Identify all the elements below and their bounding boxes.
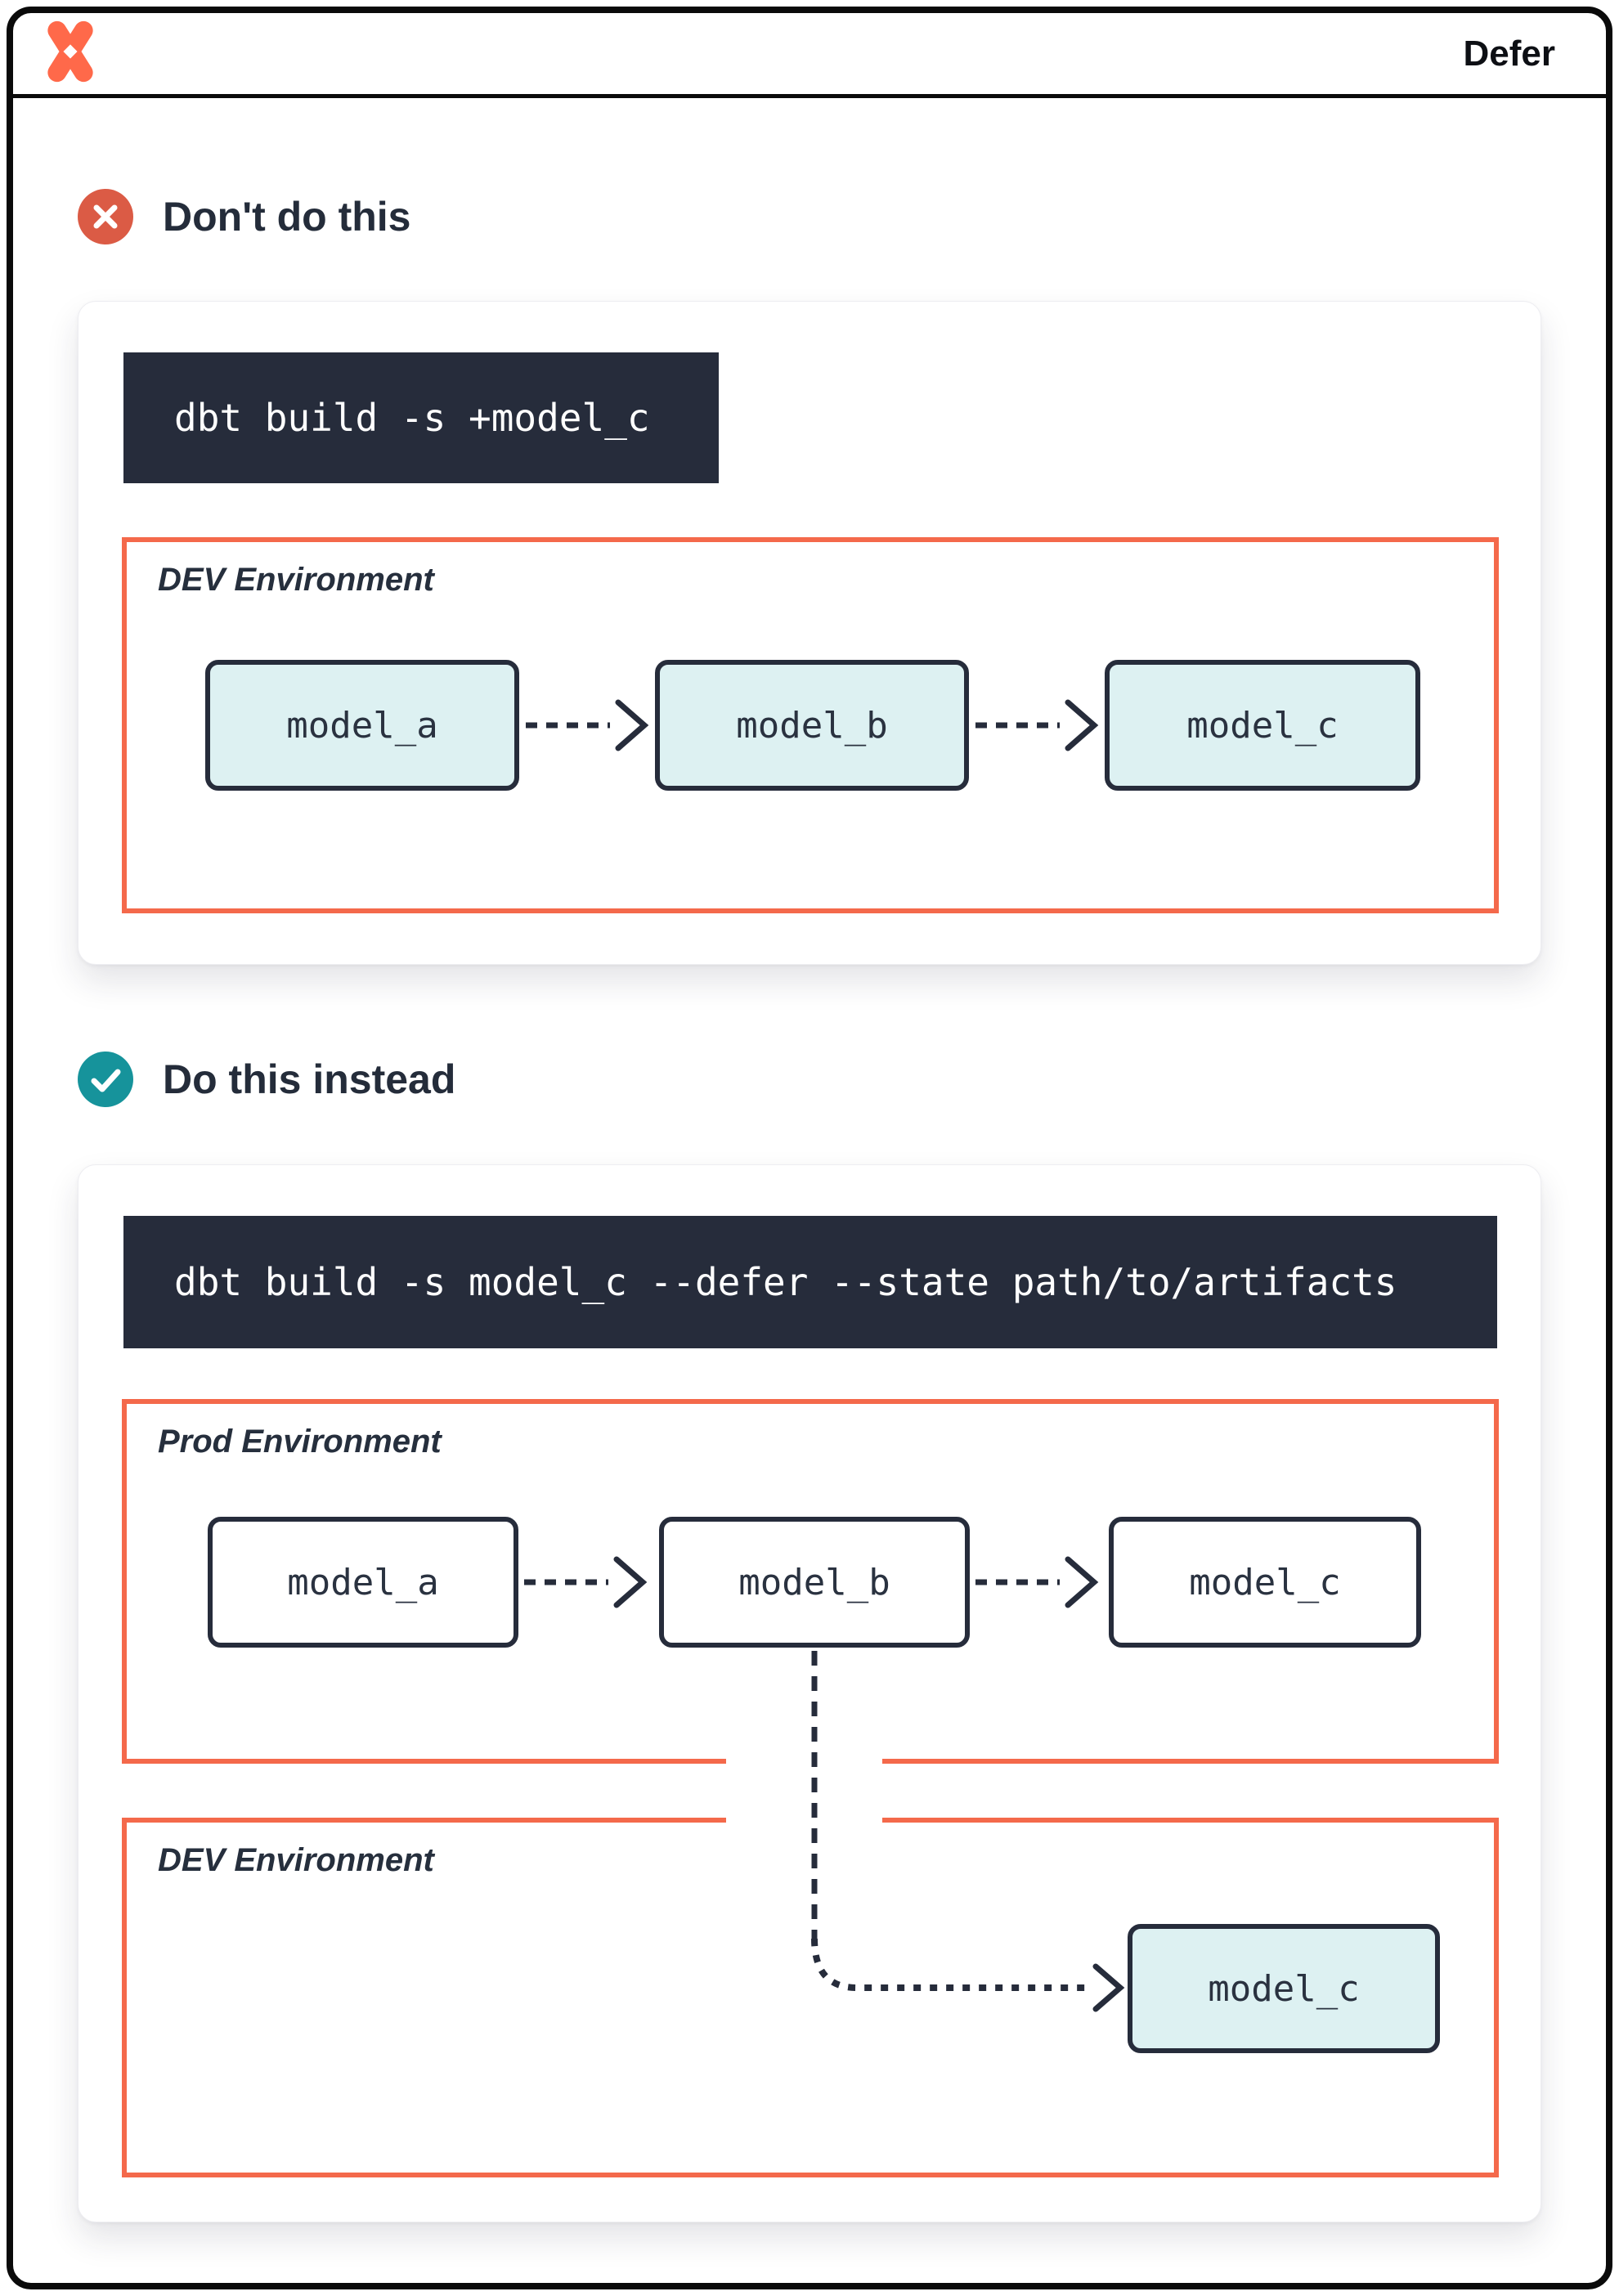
section-do-heading: Do this instead bbox=[78, 1052, 455, 1107]
prod-border-gap bbox=[726, 1757, 882, 1769]
dev-model-node-c: model_c bbox=[1128, 1924, 1440, 2053]
section-do-label: Do this instead bbox=[163, 1056, 456, 1102]
prod-model-node-c: model_c bbox=[1109, 1517, 1421, 1648]
dev-environment-label-1: DEV Environment bbox=[158, 562, 434, 598]
command-do: dbt build -s model_c --defer --state pat… bbox=[123, 1216, 1497, 1348]
header: Defer bbox=[13, 13, 1606, 98]
page-title: Defer bbox=[1463, 33, 1556, 74]
prod-model-node-a: model_a bbox=[208, 1517, 518, 1648]
prod-model-node-b: model_b bbox=[659, 1517, 970, 1648]
do-card: dbt build -s model_c --defer --state pat… bbox=[78, 1164, 1541, 2222]
check-circle-icon bbox=[78, 1052, 133, 1107]
model-node-a: model_a bbox=[205, 660, 519, 791]
dev-border-gap bbox=[726, 1813, 882, 1824]
dbt-logo-icon bbox=[38, 19, 103, 88]
section-dont-label: Don't do this bbox=[163, 194, 411, 240]
prod-environment-label: Prod Environment bbox=[158, 1424, 442, 1460]
x-circle-icon bbox=[78, 189, 133, 244]
section-dont-heading: Don't do this bbox=[78, 189, 411, 244]
command-dont: dbt build -s +model_c bbox=[123, 352, 719, 483]
dont-card: dbt build -s +model_c DEV Environment mo… bbox=[78, 301, 1541, 965]
model-node-b: model_b bbox=[655, 660, 969, 791]
dev-environment-label-2: DEV Environment bbox=[158, 1842, 434, 1878]
model-node-c: model_c bbox=[1105, 660, 1420, 791]
dev-environment-box-1: DEV Environment bbox=[122, 537, 1499, 913]
